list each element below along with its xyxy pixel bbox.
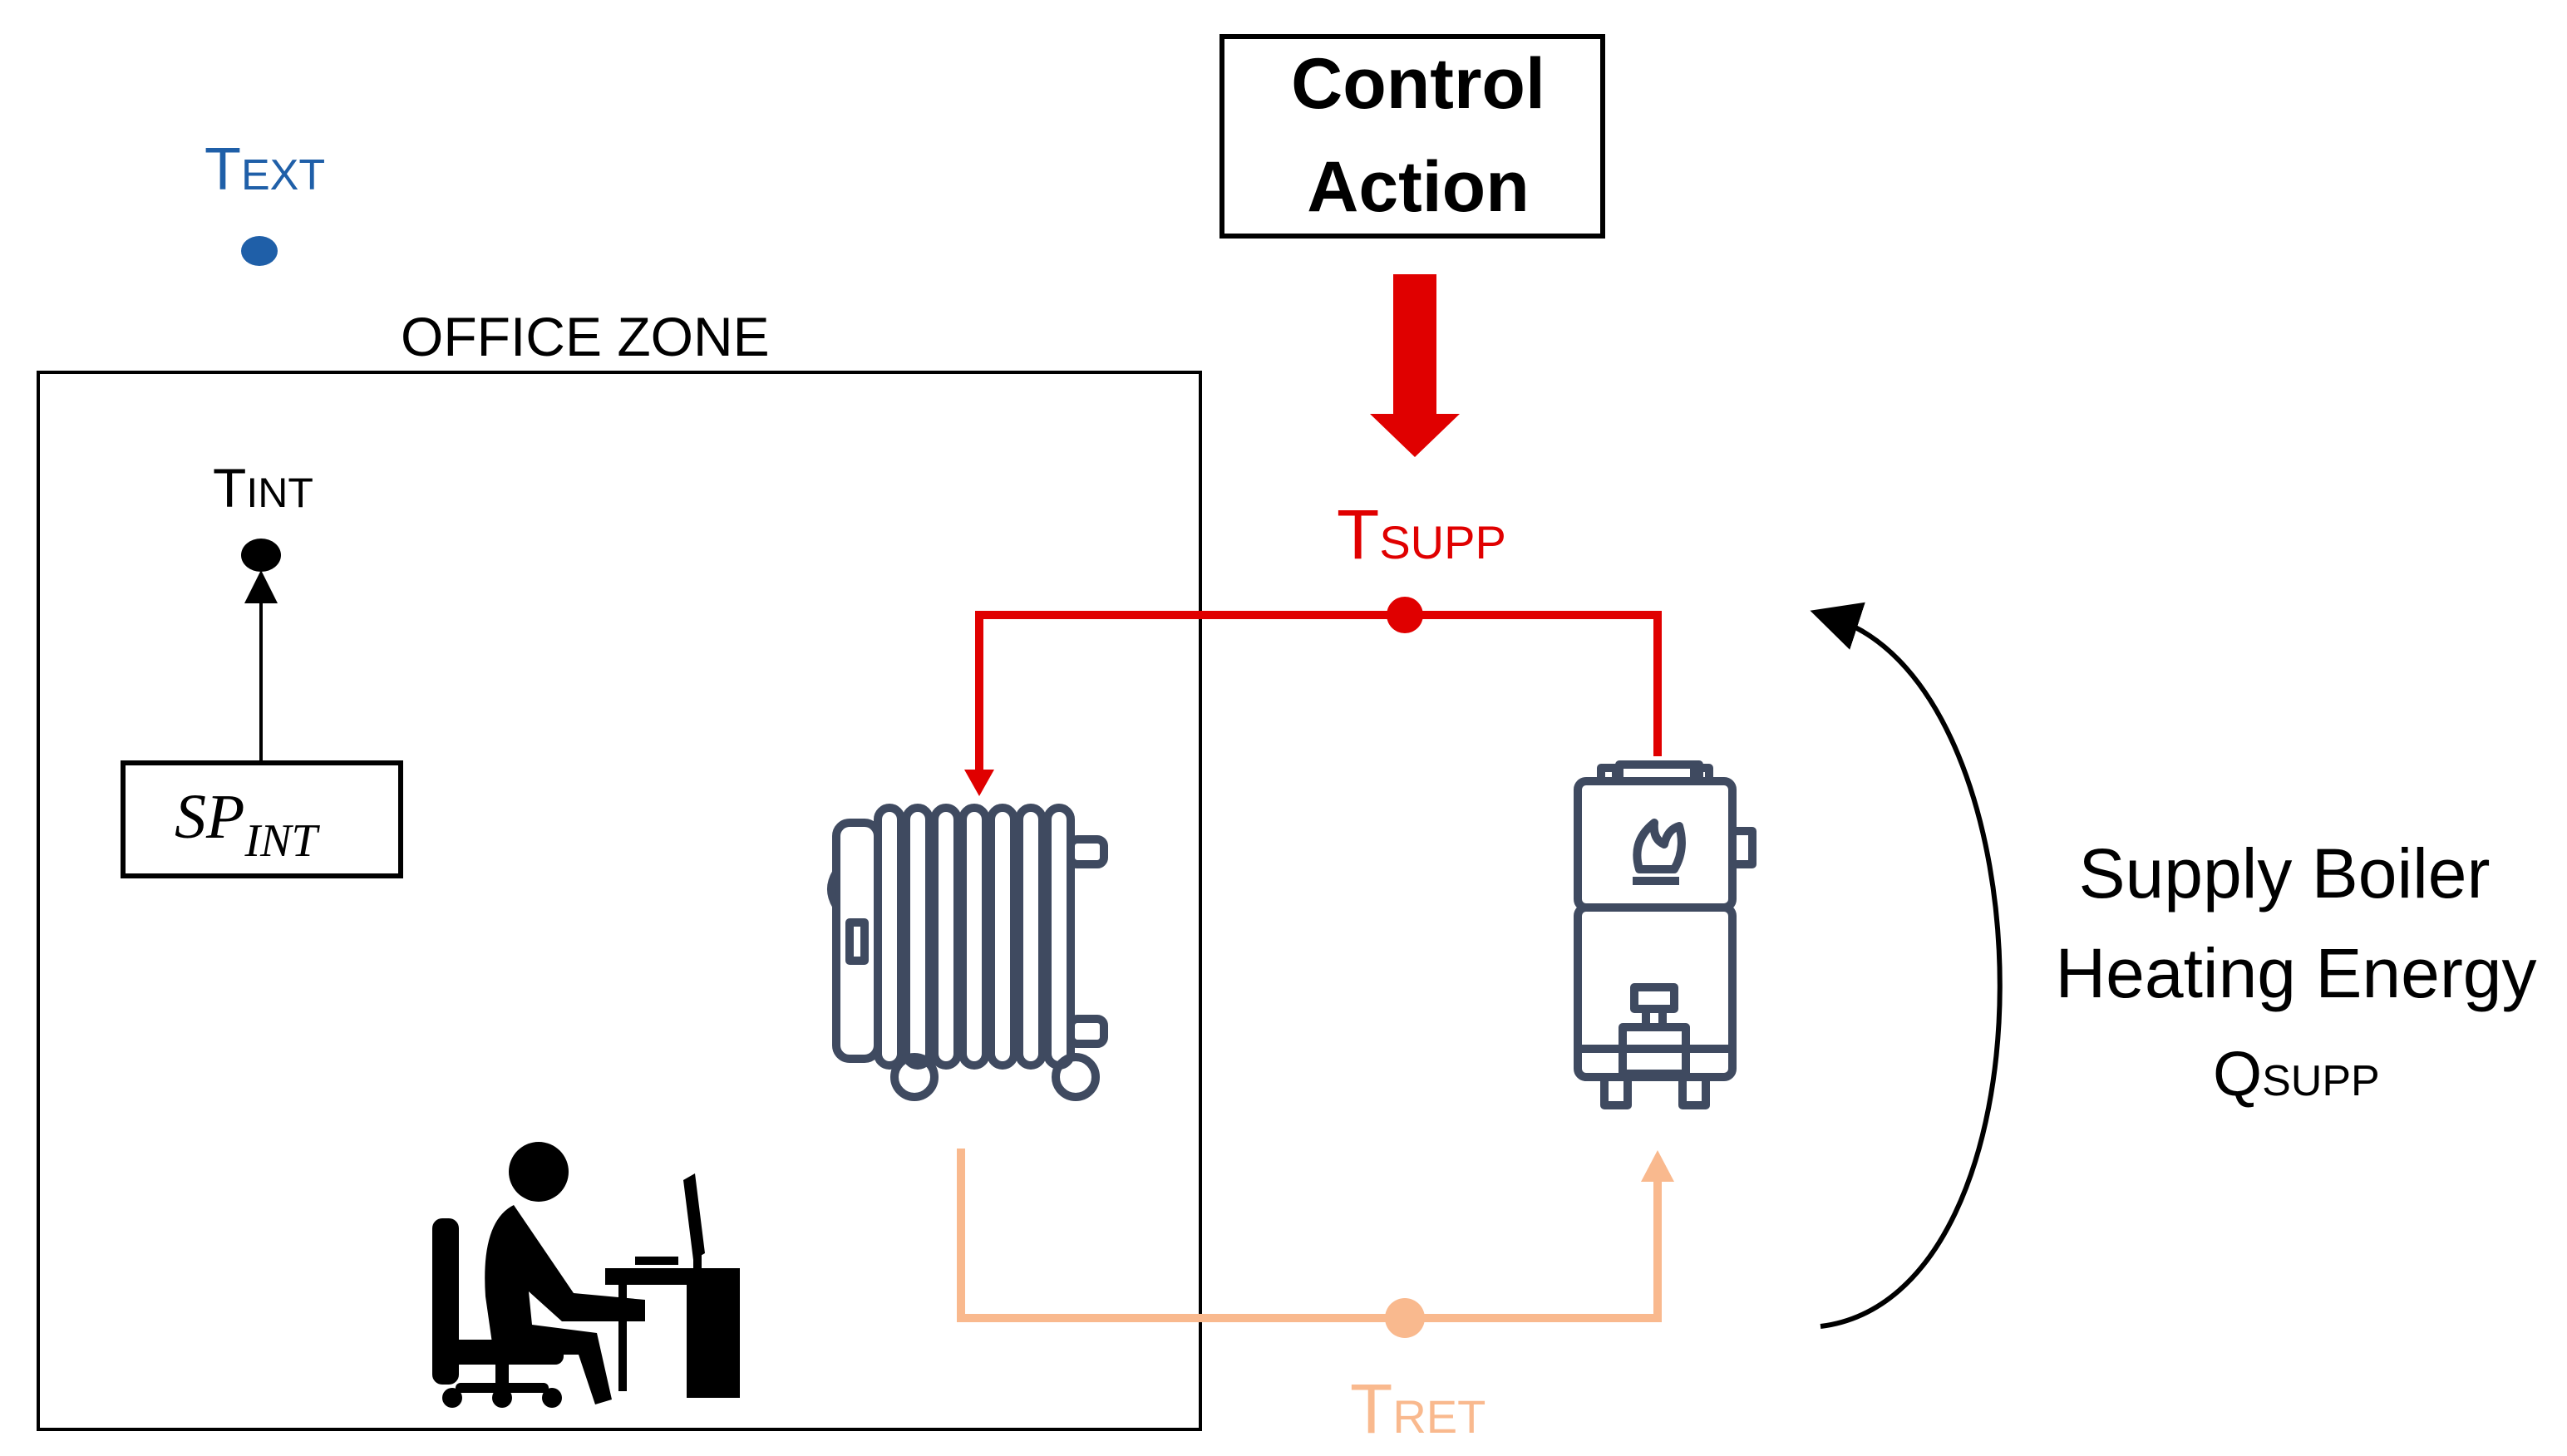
control-action-line2: Action [1307, 147, 1530, 227]
control-action-line1: Control [1291, 44, 1545, 124]
control-action-box [1219, 34, 1605, 239]
boiler-energy-line1: Supply Boiler [2079, 834, 2491, 912]
supply-pipe [964, 597, 1662, 796]
q-supp-label: QSUPP [2213, 1039, 2380, 1109]
sp-int-box [121, 760, 403, 878]
sp-int-label: SPINT [175, 782, 320, 867]
boiler-energy-line2: Heating Energy [2055, 934, 2536, 1012]
t-ret-sensor-dot [1385, 1298, 1425, 1338]
t-int-label: TINT [213, 457, 313, 519]
radiator-icon [827, 804, 1108, 1101]
t-supp-label: TSUPP [1337, 495, 1506, 573]
office-zone-box [37, 371, 1202, 1431]
heating-energy-arc [1810, 602, 2003, 1329]
t-ret-label: TRET [1350, 1370, 1486, 1448]
person-at-desk-icon [432, 1142, 740, 1408]
control-arrow [1370, 274, 1460, 457]
t-supp-sensor-dot [1387, 597, 1423, 633]
office-zone-title: OFFICE ZONE [401, 306, 770, 367]
t-ext-label: TEXT [204, 136, 325, 203]
t-int-sensor-dot [241, 539, 281, 572]
t-ext-sensor-dot [241, 236, 278, 266]
return-pipe [957, 1149, 1674, 1338]
boiler-icon [1574, 760, 1756, 1109]
